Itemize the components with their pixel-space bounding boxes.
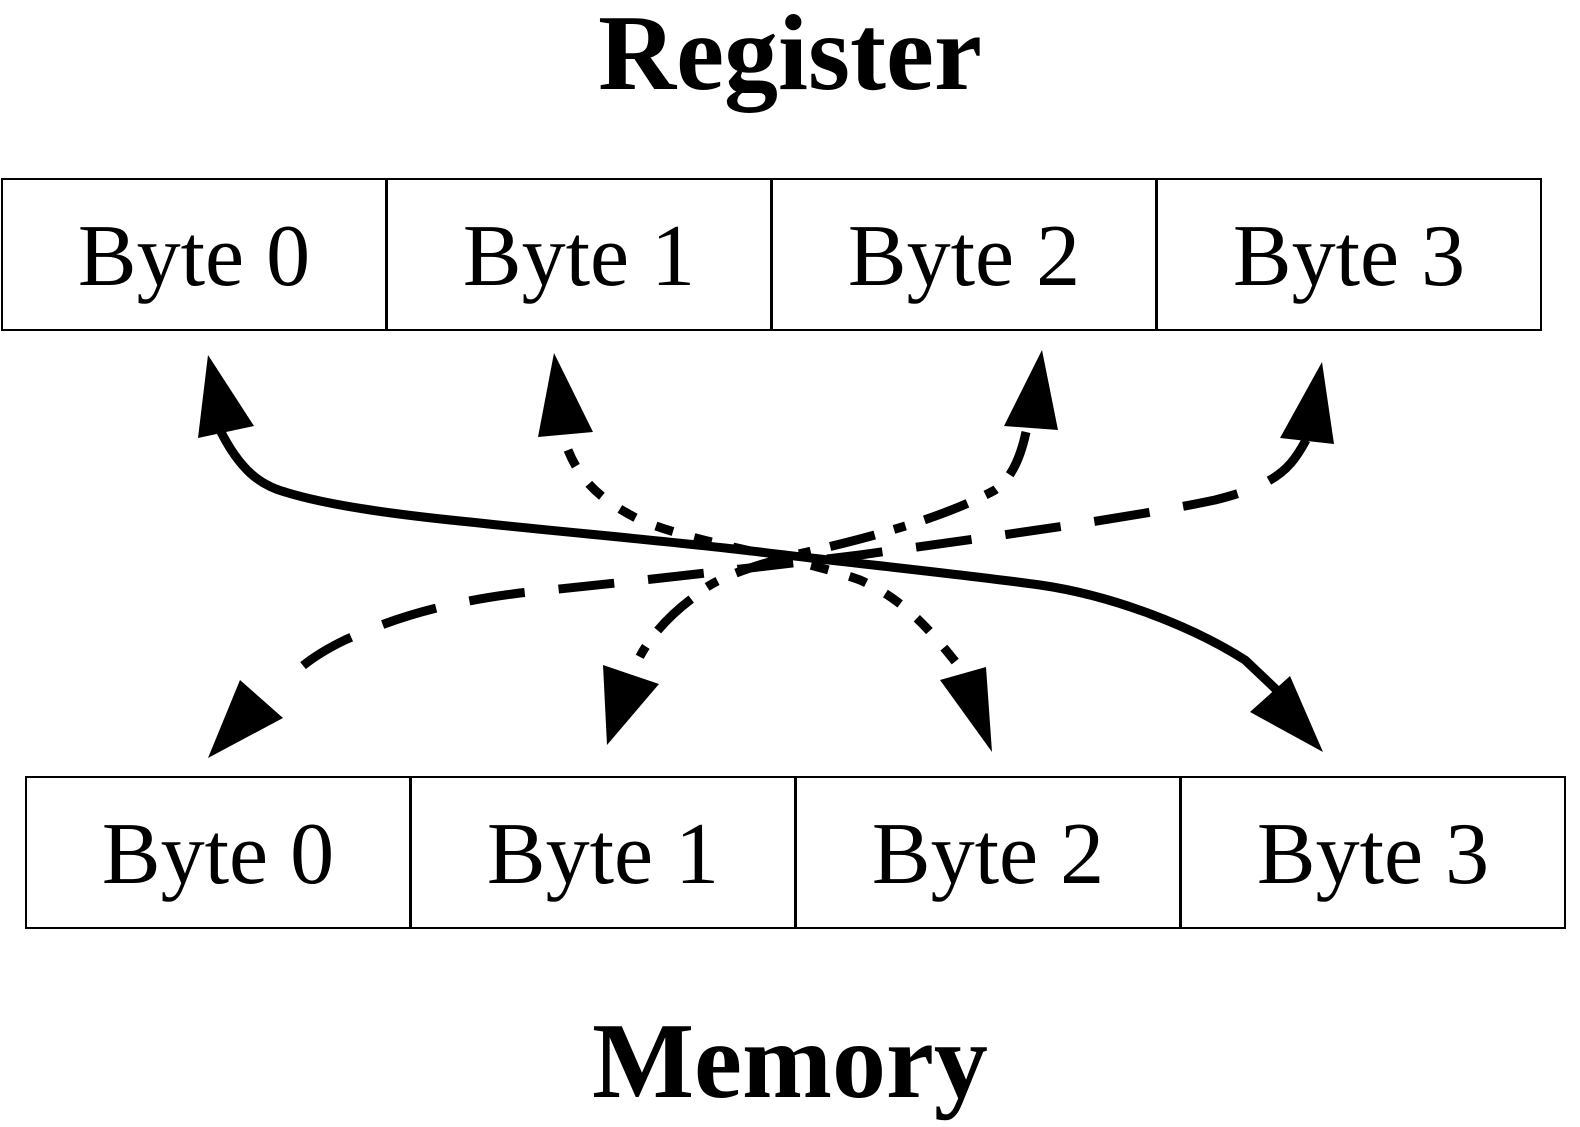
- memory-byte-3-cell: Byte 3: [1180, 776, 1566, 929]
- arrowhead-register-byte2: [1004, 350, 1058, 430]
- memory-byte-1-label: Byte 1: [486, 806, 720, 903]
- arrowhead-memory-byte2: [940, 667, 992, 752]
- register-byte-1-cell: Byte 1: [386, 178, 772, 331]
- memory-byte-row: Byte 0 Byte 1 Byte 2 Byte 3: [25, 776, 1566, 929]
- memory-byte-1-cell: Byte 1: [410, 776, 796, 929]
- arrow-register-byte2-to-memory-byte1: [627, 431, 1031, 677]
- memory-byte-0-label: Byte 0: [101, 806, 335, 903]
- arrow-register-byte0-to-memory-byte3: [215, 427, 1286, 699]
- arrowhead-memory-byte3: [1250, 676, 1323, 752]
- register-byte-3-label: Byte 3: [1232, 208, 1466, 305]
- arrow-register-byte3-to-memory-byte0: [276, 437, 1310, 691]
- register-byte-1-label: Byte 1: [462, 208, 696, 305]
- memory-title: Memory: [592, 1002, 988, 1121]
- arrow-register-byte1-to-memory-byte2: [563, 448, 962, 668]
- memory-byte-0-cell: Byte 0: [25, 776, 411, 929]
- memory-byte-2-label: Byte 2: [871, 806, 1105, 903]
- register-byte-row: Byte 0 Byte 1 Byte 2 Byte 3: [1, 178, 1542, 331]
- memory-byte-3-label: Byte 3: [1256, 806, 1490, 903]
- arrowhead-memory-byte0: [208, 680, 283, 758]
- register-byte-0-label: Byte 0: [77, 208, 311, 305]
- arrowhead-register-byte0: [198, 355, 254, 438]
- register-byte-0-cell: Byte 0: [1, 178, 387, 331]
- register-title: Register: [598, 0, 982, 113]
- register-byte-3-cell: Byte 3: [1156, 178, 1542, 331]
- arrowhead-register-byte1: [538, 353, 593, 437]
- arrowhead-memory-byte1: [603, 665, 659, 745]
- arrowhead-register-byte3: [1280, 362, 1334, 444]
- memory-byte-2-cell: Byte 2: [795, 776, 1181, 929]
- register-byte-2-cell: Byte 2: [771, 178, 1157, 331]
- register-byte-2-label: Byte 2: [847, 208, 1081, 305]
